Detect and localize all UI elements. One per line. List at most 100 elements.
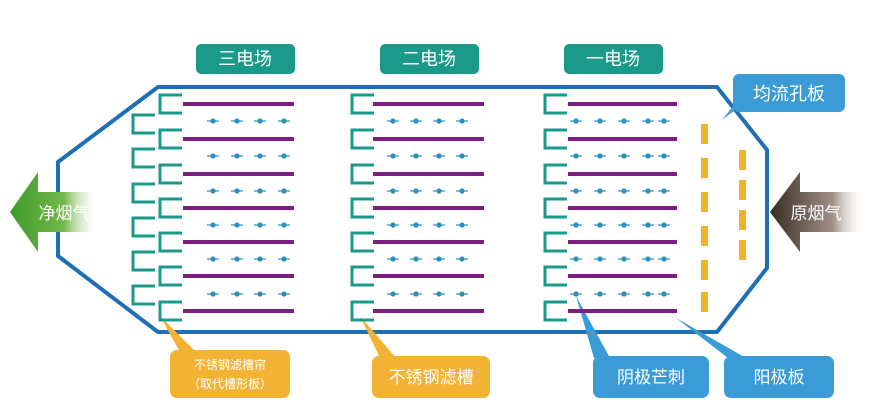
cathode-spike-dot <box>645 153 651 159</box>
cathode-spike-dot <box>645 256 651 262</box>
flow-plate-segment <box>701 260 708 280</box>
cathode-spike-dot <box>436 188 442 194</box>
filter-trough-bracket <box>158 265 182 287</box>
filter-trough-label: 不锈钢滤槽 <box>389 368 474 388</box>
cathode-spike-dot <box>281 153 287 159</box>
filter-trough-bracket <box>158 128 182 150</box>
filter-trough-bracket <box>350 128 374 150</box>
raw-gas-label: 原烟气 <box>791 204 842 224</box>
flow-plate-segment <box>701 124 708 144</box>
filter-trough-curtain-callout: 不锈钢滤槽帘 （取代槽形板） <box>160 316 290 398</box>
cathode-spike-dot <box>210 291 216 297</box>
filter-trough-bracket <box>543 265 567 287</box>
filter-trough-bracket <box>131 182 155 204</box>
cathode-spike-dot <box>645 222 651 228</box>
cathode-spike-dot <box>436 256 442 262</box>
filter-trough-bracket <box>131 216 155 238</box>
cathode-spike-dot <box>413 291 419 297</box>
cathode-spike-dot <box>597 118 603 124</box>
cathode-spike-dot <box>573 188 579 194</box>
field-label-1: 一电场 <box>586 49 640 70</box>
cathode-spike-dot <box>234 188 240 194</box>
filter-trough-bracket <box>543 93 567 115</box>
flow-plate-segment <box>739 240 746 260</box>
cathode-spike-dot <box>390 118 396 124</box>
flow-plate-segment <box>739 150 746 170</box>
precipitator-internals <box>131 93 746 322</box>
cathode-spike-dot <box>436 118 442 124</box>
field-tab-3: 三电场 <box>196 44 295 74</box>
cathode-spike-dot <box>661 291 667 297</box>
cathode-spike-dot <box>661 222 667 228</box>
filter-trough-callout: 不锈钢滤槽 <box>360 316 490 398</box>
filter-trough-bracket <box>543 197 567 219</box>
cathode-spike-dot <box>413 222 419 228</box>
cathode-spike-dot <box>645 118 651 124</box>
cathode-spike-dot <box>210 153 216 159</box>
cathode-spike-dot <box>234 256 240 262</box>
cathode-spike-dot <box>573 256 579 262</box>
filter-trough-bracket <box>543 300 567 322</box>
cathode-spike-dot <box>390 188 396 194</box>
filter-trough-bracket <box>158 163 182 185</box>
cathode-spike-dot <box>413 153 419 159</box>
flow-plate-segment <box>701 192 708 212</box>
cathode-spike-label: 阴极芒刺 <box>617 368 685 388</box>
cathode-spike-dot <box>390 153 396 159</box>
cathode-spike-dot <box>661 153 667 159</box>
cathode-spike-dot <box>436 222 442 228</box>
filter-trough-bracket <box>158 93 182 115</box>
cathode-spike-dot <box>573 153 579 159</box>
cathode-spike-dot <box>257 256 263 262</box>
filter-trough-bracket <box>350 231 374 253</box>
cathode-spike-dot <box>413 256 419 262</box>
field-tab-1: 一电场 <box>564 44 663 74</box>
cathode-spike-dot <box>597 188 603 194</box>
cathode-spike-dot <box>413 118 419 124</box>
filter-trough-bracket <box>158 300 182 322</box>
raw-gas-arrow: 原烟气 <box>770 172 866 252</box>
cathode-spike-dot <box>597 222 603 228</box>
filter-trough-bracket <box>350 93 374 115</box>
filter-trough-bracket <box>131 284 155 306</box>
cathode-spike-dot <box>459 153 465 159</box>
filter-trough-bracket <box>350 197 374 219</box>
cathode-spike-dot <box>459 188 465 194</box>
filter-trough-bracket <box>131 113 155 135</box>
filter-trough-bracket <box>543 231 567 253</box>
filter-trough-bracket <box>350 163 374 185</box>
cathode-spike-dot <box>436 153 442 159</box>
field-tab-2: 二电场 <box>380 44 479 74</box>
clean-gas-label: 净烟气 <box>39 204 90 224</box>
cathode-spike-dot <box>210 222 216 228</box>
cathode-spike-dot <box>597 256 603 262</box>
filter-trough-curtain-note: （取代槽形板） <box>188 377 272 391</box>
cathode-spike-dot <box>459 256 465 262</box>
filter-trough-bracket <box>158 197 182 219</box>
cathode-spike-dot <box>257 291 263 297</box>
cathode-spike-dot <box>257 222 263 228</box>
cathode-spike-dot <box>661 256 667 262</box>
anode-plate-callout: 阳极板 <box>676 318 834 398</box>
cathode-spike-dot <box>390 222 396 228</box>
anode-plate-label: 阳极板 <box>754 368 805 388</box>
cathode-spike-dot <box>234 222 240 228</box>
cathode-spike-dot <box>645 188 651 194</box>
cathode-spike-dot <box>597 153 603 159</box>
cathode-spike-dot <box>257 188 263 194</box>
flow-plate-segment <box>701 226 708 246</box>
flow-plate-segment <box>739 180 746 200</box>
flow-plate-segment <box>701 158 708 178</box>
cathode-spike-dot <box>281 188 287 194</box>
cathode-spike-dot <box>597 291 603 297</box>
cathode-spike-dot <box>621 222 627 228</box>
filter-trough-bracket <box>543 128 567 150</box>
flow-plate-segment <box>701 292 708 312</box>
filter-trough-curtain-label: 不锈钢滤槽帘 <box>194 357 266 372</box>
cathode-spike-dot <box>390 256 396 262</box>
cathode-spike-dot <box>573 118 579 124</box>
cathode-spike-dot <box>459 291 465 297</box>
clean-gas-arrow: 净烟气 <box>10 172 100 252</box>
